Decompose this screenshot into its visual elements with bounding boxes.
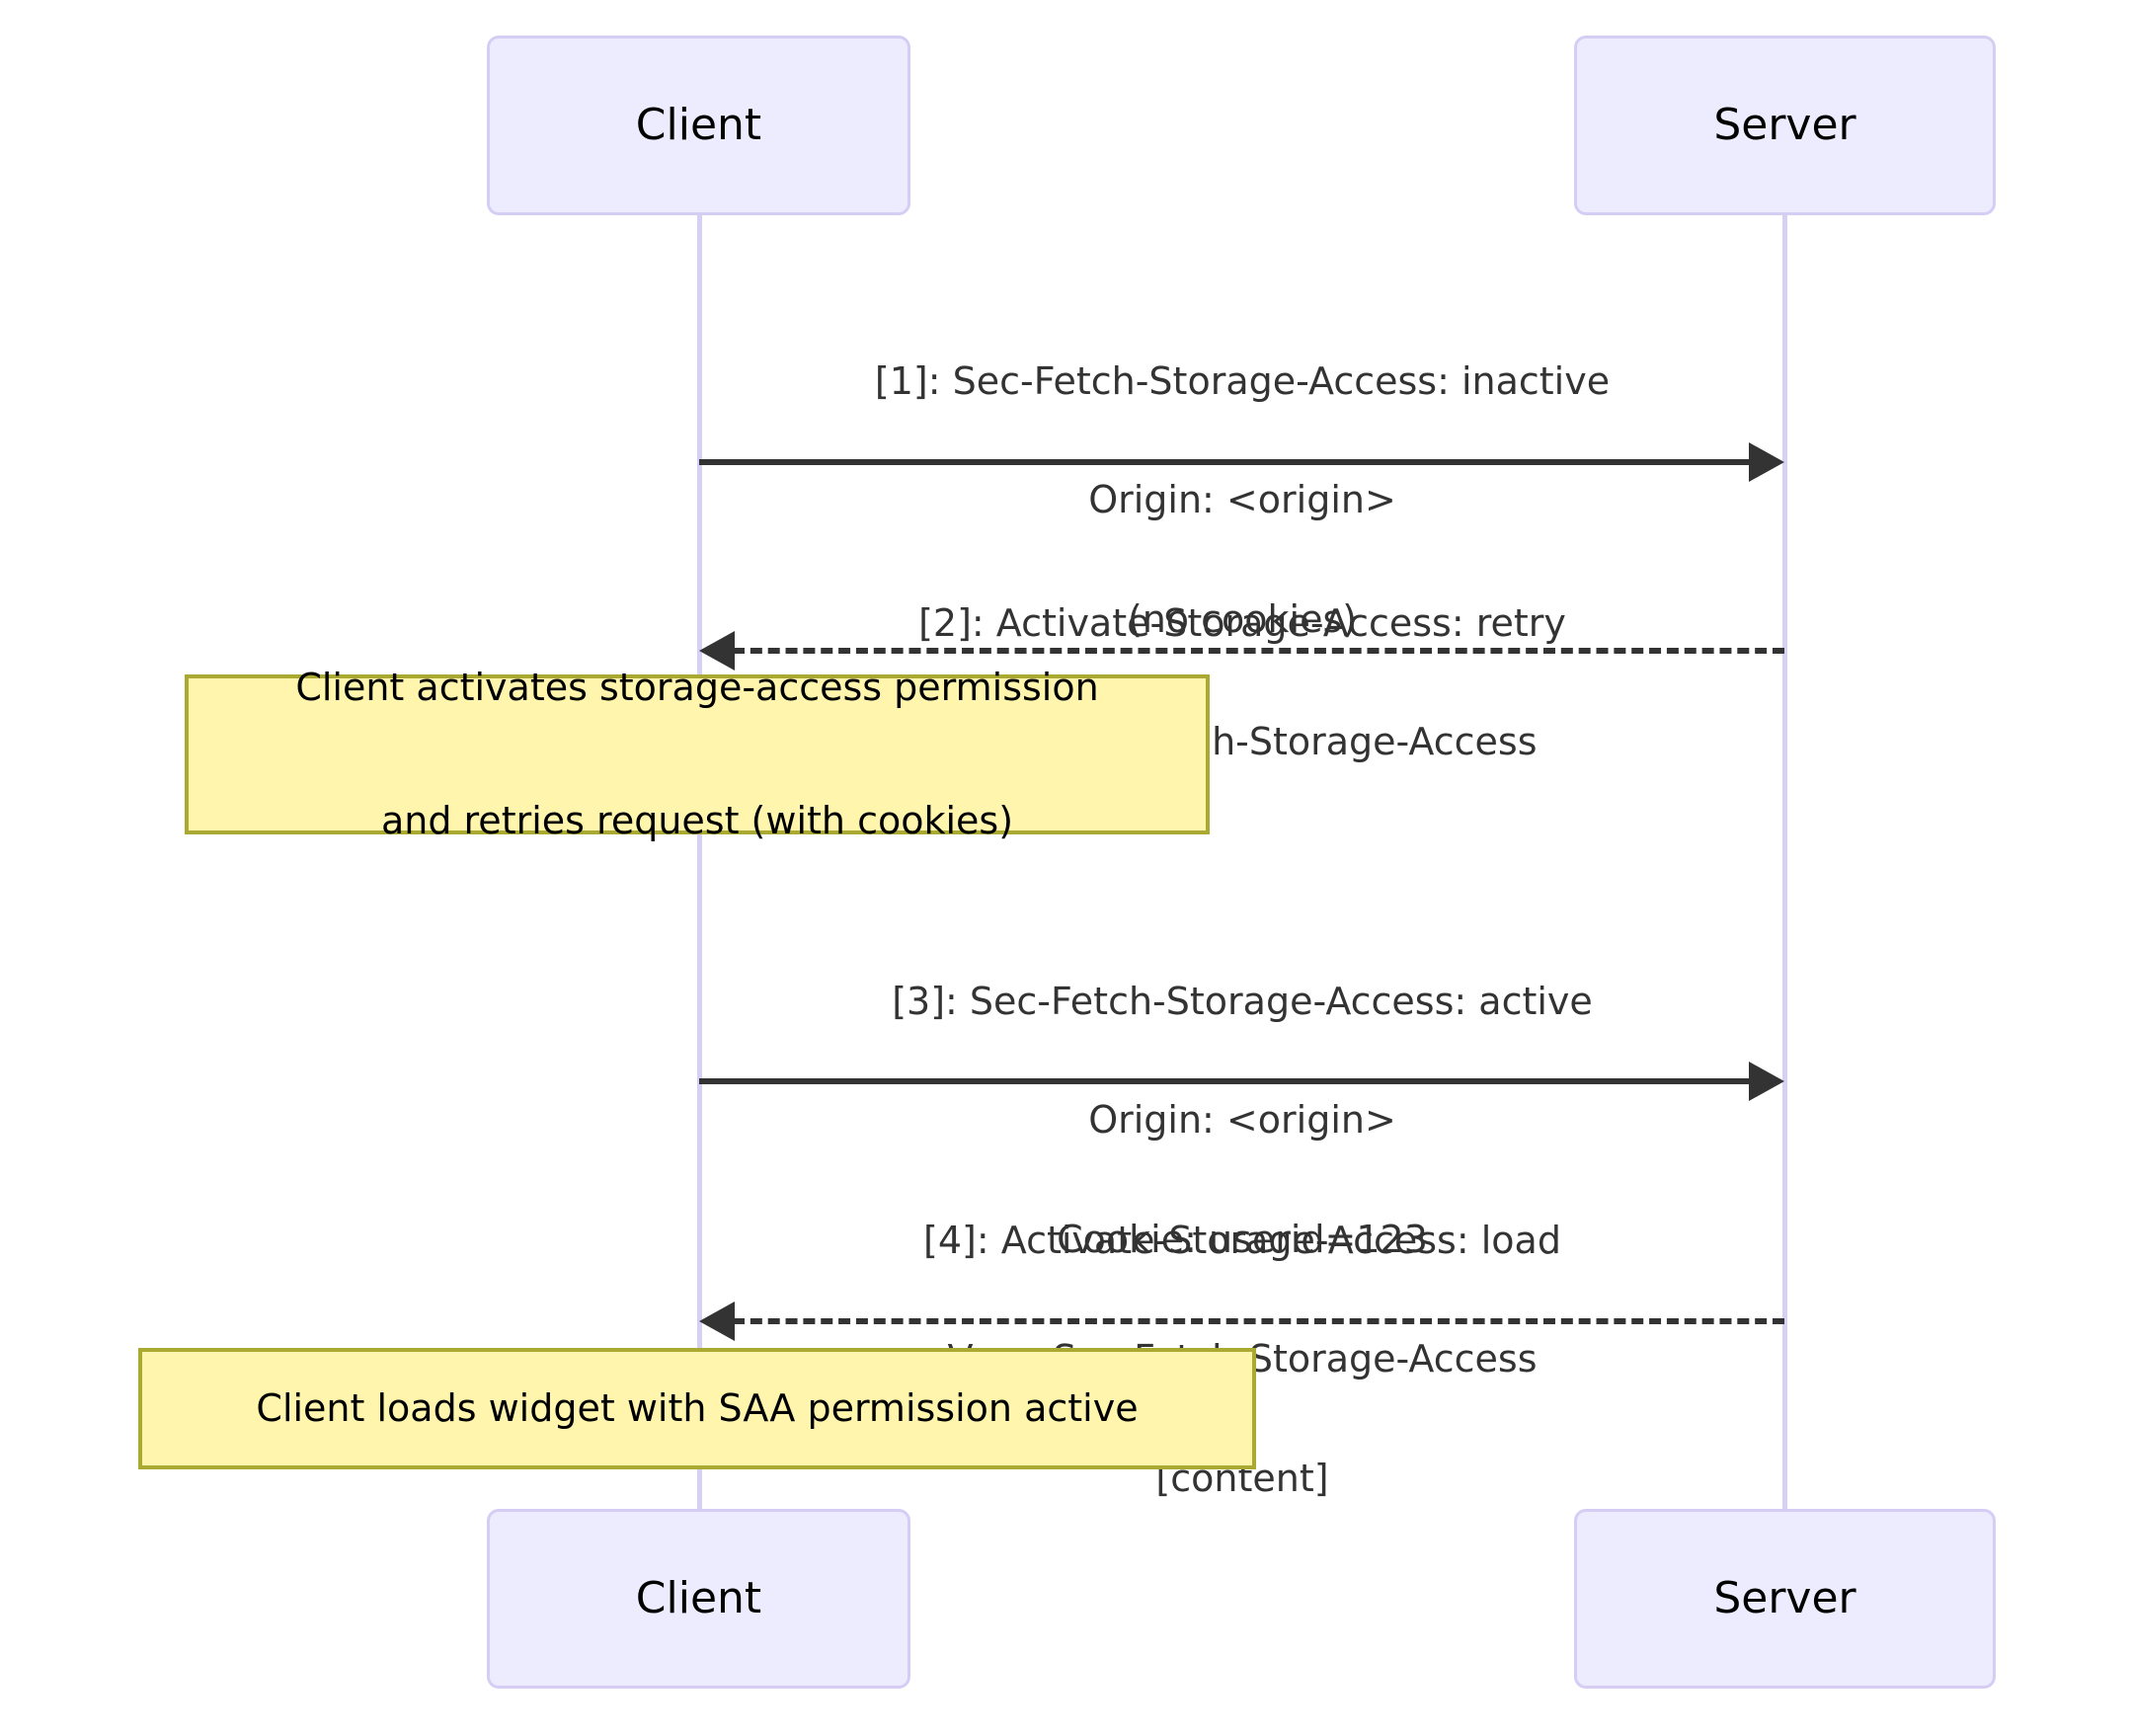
participant-server-top-label: Server bbox=[1713, 100, 1856, 150]
lifeline-server bbox=[1782, 211, 1787, 1513]
note-load: Client loads widget with SAA permission … bbox=[138, 1348, 1256, 1469]
message-4-text: [4]: Activate-Storage-Access: load Vary:… bbox=[699, 1141, 1785, 1578]
lifeline-client bbox=[697, 211, 702, 1513]
message-3-line-2: Origin: <origin> bbox=[1088, 1098, 1396, 1143]
note-activate-line-2: and retries request (with cookies) bbox=[380, 798, 1014, 842]
message-3-line-1: [3]: Sec-Fetch-Storage-Access: active bbox=[892, 979, 1593, 1023]
participant-client-top-label: Client bbox=[635, 100, 762, 150]
message-1-line-3: (no cookies) bbox=[1127, 597, 1358, 642]
message-1-line-2: Origin: <origin> bbox=[1088, 478, 1396, 522]
message-3-line-3: Cookie: userid=123 bbox=[1057, 1218, 1428, 1262]
note-activate-text: Client activates storage-access permissi… bbox=[295, 578, 1098, 932]
participant-server-top[interactable]: Server bbox=[1574, 36, 1996, 215]
message-2-line-1: [2]: Activate-Storage-Access: retry bbox=[918, 600, 1566, 645]
message-1-text: [1]: Sec-Fetch-Storage-Access: inactive … bbox=[699, 281, 1785, 719]
note-load-text: Client loads widget with SAA permission … bbox=[256, 1298, 1138, 1519]
note-activate: Client activates storage-access permissi… bbox=[185, 666, 1210, 842]
participant-client-bottom[interactable]: Client bbox=[487, 1509, 910, 1689]
participant-server-bottom-label: Server bbox=[1713, 1573, 1856, 1623]
participant-client-top[interactable]: Client bbox=[487, 36, 910, 215]
note-load-line-1: Client loads widget with SAA permission … bbox=[256, 1386, 1139, 1431]
message-4-line-1: [4]: Activate-Storage-Access: load bbox=[923, 1218, 1561, 1262]
message-1-line-1: [1]: Sec-Fetch-Storage-Access: inactive bbox=[874, 358, 1611, 403]
participant-server-bottom[interactable]: Server bbox=[1574, 1509, 1996, 1689]
message-3-text: [3]: Sec-Fetch-Storage-Access: active Or… bbox=[699, 902, 1785, 1339]
participant-client-bottom-label: Client bbox=[635, 1573, 762, 1623]
note-activate-line-1: Client activates storage-access permissi… bbox=[295, 666, 1099, 710]
